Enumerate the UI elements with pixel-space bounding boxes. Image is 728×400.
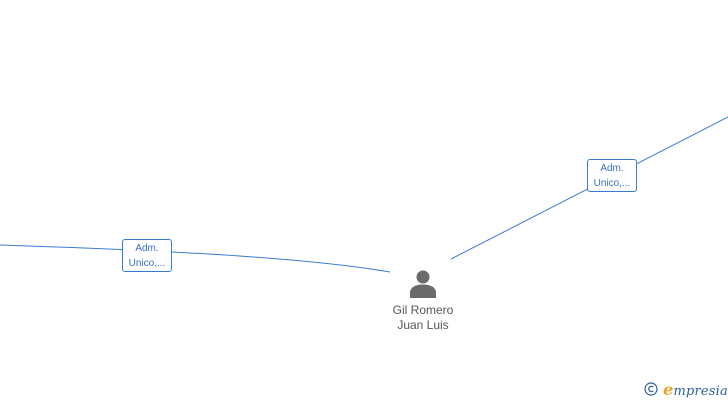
edge-label-left[interactable]: Adm. Unico,... (122, 239, 172, 272)
copyright-icon (644, 382, 658, 396)
edge-label-right-line2: Unico,... (593, 178, 631, 189)
edge-label-right[interactable]: Adm. Unico,... (587, 159, 637, 192)
brand-initial: e (663, 379, 674, 399)
edge-label-left-line1: Adm. (135, 243, 159, 254)
edge-label-right-line1: Adm. (600, 163, 624, 174)
brand-rest: mpresia (673, 383, 728, 399)
person-name-line1: Gil Romero (392, 303, 454, 317)
person-name-line2: Juan Luis (397, 318, 449, 332)
brand-logo-text: empresia (663, 380, 728, 399)
edge-label-left-line2: Unico,... (128, 258, 166, 269)
person-icon (410, 270, 436, 298)
brand-watermark: empresia (644, 378, 728, 400)
person-node[interactable]: Gil Romero Juan Luis (370, 268, 476, 333)
edge-line-left (0, 244, 391, 273)
